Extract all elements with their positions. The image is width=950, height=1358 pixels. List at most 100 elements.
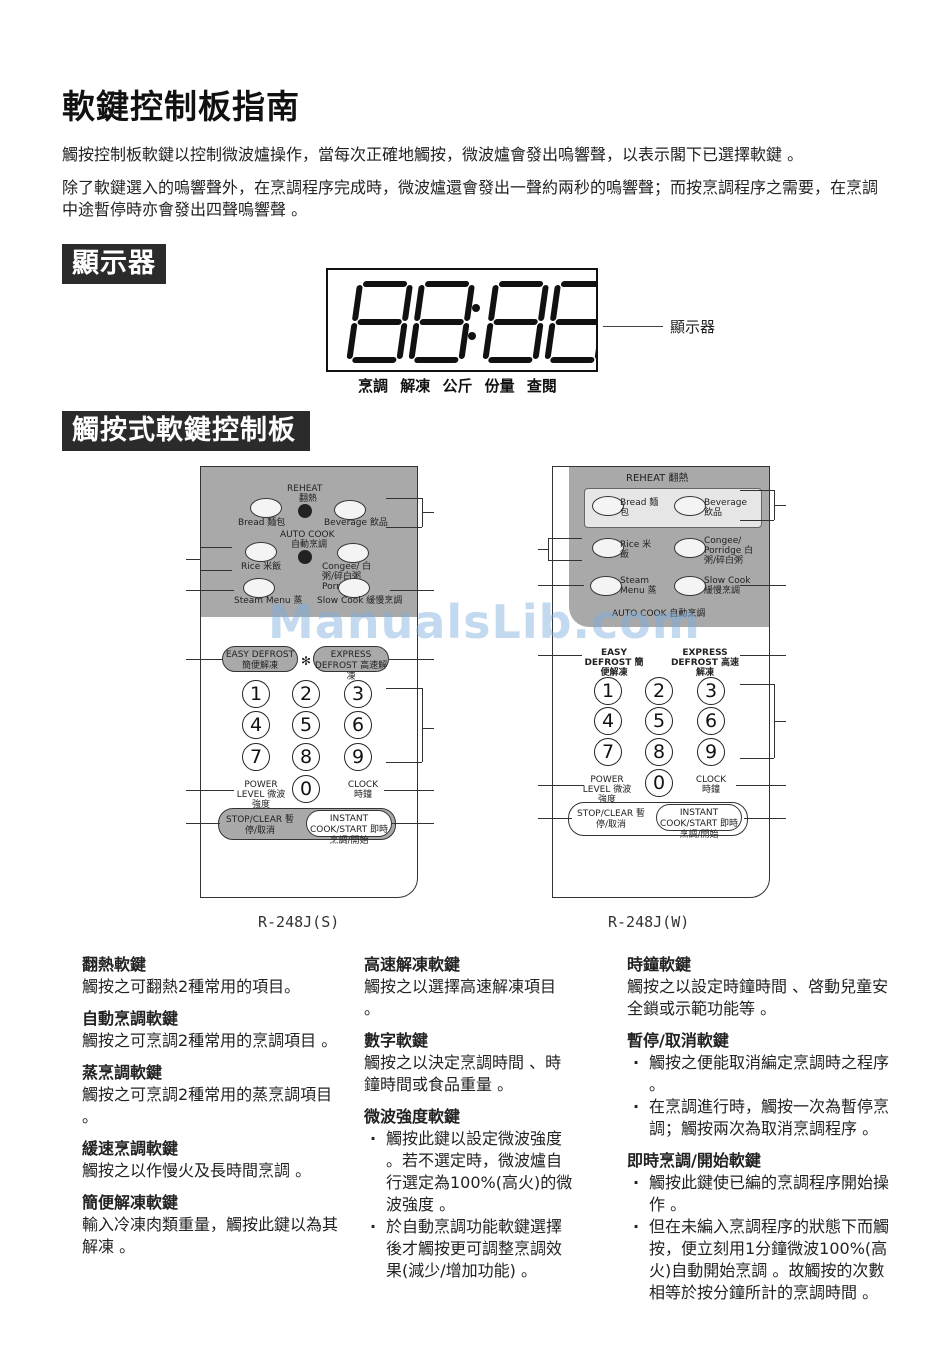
bread-label-w: Bread 麵包: [620, 498, 659, 518]
number-key-1-s[interactable]: 1: [242, 680, 270, 708]
number-key-7-s[interactable]: 7: [242, 743, 270, 771]
callout-s-easy: [186, 659, 222, 660]
stop-clear-button-s[interactable]: STOP/CLEAR 暫停/取消: [225, 815, 294, 836]
steam-icon-s[interactable]: [243, 578, 275, 598]
start-bullet-2: 但在未編入烹調程序的狀態下而觸按，便立刻用1分鐘微波100%(高火)自動開始烹調…: [627, 1216, 889, 1304]
reheat-label-w: REHEAT 翻熱: [626, 473, 689, 484]
slow-cook-icon-w[interactable]: [674, 576, 706, 596]
model-label-s: R-248J(S): [258, 913, 340, 931]
clock-button-w[interactable]: CLOCK 時鐘: [695, 775, 727, 795]
express-defrost-key-heading: 高速解凍軟鍵: [364, 955, 461, 974]
callout-w-auto-tick: [538, 549, 548, 550]
clock-button-s[interactable]: CLOCK 時鐘: [347, 780, 379, 800]
callout-s-power: [186, 790, 234, 791]
stop-clear-bullet-1: 觸按之便能取消編定烹調時之程序 。: [627, 1052, 889, 1096]
callout-w-num-a: [740, 684, 774, 685]
intro-paragraph-2: 除了軟鍵選入的嗚響聲外，在烹調程序完成時，微波爐還會發出一聲約兩秒的嗚響聲；而按…: [62, 178, 879, 219]
number-key-5-w[interactable]: 5: [645, 707, 673, 735]
bread-icon-w[interactable]: [592, 496, 624, 516]
callout-w-reheat-a: [740, 490, 774, 491]
callout-w-easy: [538, 655, 582, 656]
callout-w-num-b: [740, 758, 774, 759]
callout-s-auto-b: [200, 570, 232, 571]
callout-s-start: [392, 823, 434, 824]
watermark: ManualsLib.com: [268, 595, 701, 649]
callout-w-num-tick: [774, 721, 786, 722]
number-key-3-w[interactable]: 3: [697, 677, 725, 705]
reheat-key-text: 觸按之可翻熱2種常用的項目。: [82, 977, 301, 996]
display-callout-label: 顯示器: [670, 318, 716, 336]
number-key-5-s[interactable]: 5: [292, 711, 320, 739]
auto-cook-zh-label-s: 自動烹調: [291, 540, 328, 550]
number-key-2-w[interactable]: 2: [645, 677, 673, 705]
panel-section-heading: 觸按式軟鍵控制板: [62, 411, 310, 451]
rice-label-s: Rice 米飯: [241, 562, 282, 572]
stop-clear-button-w[interactable]: STOP/CLEAR 暫停/取消: [576, 809, 645, 830]
slow-cook-key-text: 觸按之以作慢火及長時間烹調 。: [82, 1161, 312, 1180]
callout-s-stop: [186, 823, 220, 824]
slow-cook-icon-s[interactable]: [338, 578, 370, 598]
slow-cook-label-w: Slow Cook 緩慢烹調: [704, 576, 751, 596]
number-key-heading: 數字軟鍵: [364, 1031, 429, 1050]
callout-w-express: [740, 655, 786, 656]
callout-w-reheat-tick: [774, 505, 786, 506]
intro-paragraph-1: 觸按控制板軟鍵以控制微波爐操作，當每次正確地觸按，微波爐會發出嗚響聲，以表示閣下…: [62, 145, 804, 164]
callout-s-num-bracket: [422, 688, 423, 762]
model-label-w: R-248J(W): [608, 913, 690, 931]
display-section-heading: 顯示器: [62, 244, 166, 284]
congee-icon-s[interactable]: [337, 543, 369, 563]
rice-icon-w[interactable]: [592, 538, 624, 558]
steam-label-w: Steam Menu 蒸: [620, 576, 657, 596]
instant-cook-start-button-s[interactable]: INSTANT COOK/START 即時烹調/開始: [306, 810, 392, 846]
rice-icon-s[interactable]: [245, 542, 277, 562]
callout-w-power: [538, 785, 584, 786]
easy-defrost-button-s[interactable]: EASY DEFROST 簡便解凍: [222, 646, 298, 672]
express-defrost-button-w[interactable]: EXPRESS DEFROST 高速解凍: [670, 648, 740, 678]
auto-cook-label-s: AUTO COOK: [280, 530, 335, 540]
number-key-9-w[interactable]: 9: [697, 738, 725, 766]
callout-w-auto-a: [548, 538, 582, 539]
callout-s-reheat-tick: [422, 512, 434, 513]
power-level-button-w[interactable]: POWER LEVEL 微波強度: [582, 775, 632, 805]
start-key-heading: 即時烹調/開始軟鍵: [627, 1151, 761, 1170]
reheat-icon-s: [298, 504, 312, 518]
power-level-bullet-1: 觸按此鍵以設定微波強度 。若不選定時，微波爐自行選定為100%(高火)的微波強度…: [364, 1128, 576, 1216]
beverage-icon-w[interactable]: [674, 496, 706, 516]
auto-cook-key-text: 觸按之可烹調2種常用的烹調項目 。: [82, 1031, 338, 1050]
number-key-3-s[interactable]: 3: [344, 680, 372, 708]
express-defrost-button-s[interactable]: EXPRESS DEFROST 高速解凍: [313, 646, 389, 682]
display-indicators: 烹調 解凍 公斤 份量 查閱: [358, 377, 557, 395]
number-key-4-w[interactable]: 4: [594, 707, 622, 735]
number-key-6-w[interactable]: 6: [697, 707, 725, 735]
number-key-text: 觸按之以決定烹調時間 、時鐘時間或食品重量 。: [364, 1053, 562, 1094]
start-bullet-1: 觸按此鍵使已編的烹調程序開始操作 。: [627, 1172, 889, 1216]
number-key-0-w[interactable]: 0: [645, 769, 673, 797]
number-key-6-s[interactable]: 6: [344, 711, 372, 739]
number-key-0-s[interactable]: 0: [292, 775, 320, 803]
number-key-1-w[interactable]: 1: [594, 677, 622, 705]
steam-icon-w[interactable]: [590, 576, 622, 596]
callout-s-num-tick: [422, 728, 434, 729]
callout-w-start: [744, 818, 786, 819]
clock-key-heading: 時鐘軟鍵: [627, 955, 692, 974]
beverage-label-w: Beverage 飲品: [704, 498, 748, 518]
power-level-button-s[interactable]: POWER LEVEL 微波強度: [236, 780, 286, 810]
congee-label-w: Congee/ Porridge 白粥/碎白粥: [704, 536, 754, 566]
congee-icon-w[interactable]: [674, 538, 706, 558]
number-key-2-s[interactable]: 2: [292, 680, 320, 708]
bread-icon-s[interactable]: [250, 498, 282, 518]
beverage-label-s: Beverage 飲品: [324, 518, 388, 528]
number-key-9-s[interactable]: 9: [344, 743, 372, 771]
number-key-4-s[interactable]: 4: [242, 711, 270, 739]
number-key-7-w[interactable]: 7: [594, 738, 622, 766]
beverage-icon-s[interactable]: [334, 500, 366, 520]
number-key-8-s[interactable]: 8: [292, 743, 320, 771]
easy-defrost-button-w[interactable]: EASY DEFROST 簡便解凍: [584, 648, 644, 678]
callout-s-auto-a: [200, 547, 232, 548]
reheat-key-heading: 翻熱軟鍵: [82, 955, 147, 974]
page-title: 軟鍵控制板指南: [62, 87, 300, 126]
instant-cook-start-button-w[interactable]: INSTANT COOK/START 即時烹調/開始: [656, 804, 742, 840]
number-key-8-w[interactable]: 8: [645, 738, 673, 766]
callout-s-reheat-b: [386, 527, 422, 528]
description-column-3: 時鐘軟鍵觸按之以設定時鐘時間 、啓動兒童安全鎖或示範功能等 。 暫停/取消軟鍵 …: [627, 954, 889, 1314]
